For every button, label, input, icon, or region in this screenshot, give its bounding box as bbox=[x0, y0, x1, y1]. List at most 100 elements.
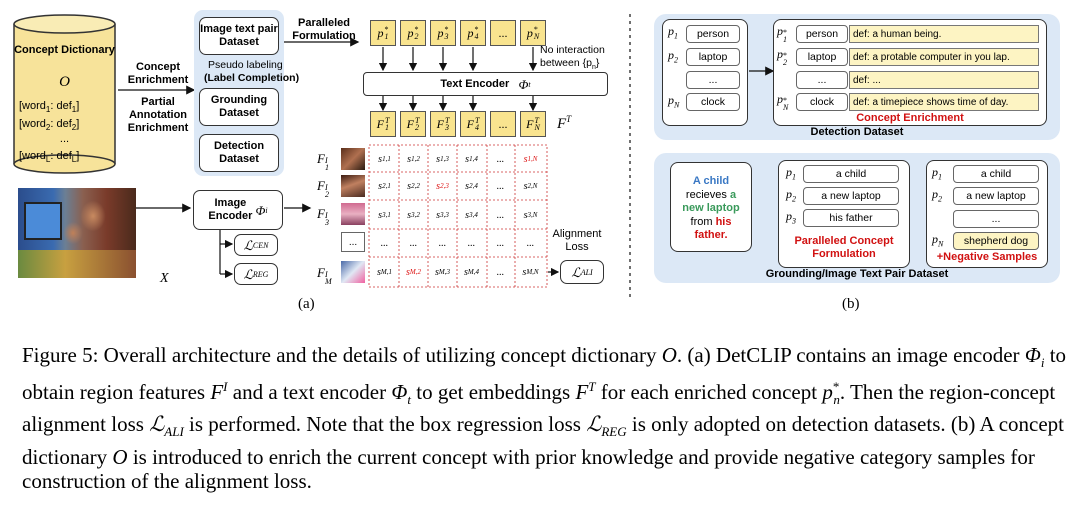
ground-mid-chip: a new laptop bbox=[803, 187, 899, 205]
laptop-screen-shape bbox=[24, 202, 62, 240]
ground-right-chip: ... bbox=[953, 210, 1039, 228]
det-left-p2: p2 bbox=[668, 48, 678, 65]
feature-ellipsis: ... bbox=[490, 111, 516, 137]
prompt-pn: p*N bbox=[520, 20, 546, 46]
ground-mid-p2: p2 bbox=[786, 187, 796, 204]
definition-box: def: ... bbox=[849, 71, 1039, 89]
cylinder-shape bbox=[13, 14, 116, 174]
sentence-father: father. bbox=[694, 229, 728, 241]
paralleled-concept-title: Paralleled Concept Formulation bbox=[794, 235, 894, 260]
matrix-cell: ... bbox=[496, 209, 505, 221]
ground-right-chip: a child bbox=[953, 165, 1039, 183]
matrix-cell: ... bbox=[496, 266, 505, 278]
dictionary-entry-l: [wordL: defL] bbox=[19, 150, 80, 165]
sentence-box bbox=[670, 162, 752, 252]
det-left-pn: pN bbox=[668, 93, 680, 110]
matrix-cell: ... bbox=[438, 237, 447, 249]
det-left-chip: person bbox=[686, 25, 740, 43]
det-right-p1: p*1 bbox=[777, 24, 787, 44]
prompt-p4: p*4 bbox=[460, 20, 486, 46]
matrix-cell: ... bbox=[526, 237, 535, 249]
dictionary-entry-2: [word2: def2] bbox=[19, 118, 80, 133]
pseudo-labeling-label: Pseudo labeling bbox=[208, 59, 283, 71]
region-thumb-m bbox=[341, 261, 365, 283]
det-right-p2: p*2 bbox=[777, 47, 787, 67]
sentence-child: A child bbox=[692, 175, 730, 187]
concept-enrichment-title: Concept Enrichment bbox=[856, 112, 964, 124]
det-left-chip: ... bbox=[686, 71, 740, 89]
ground-right-chip-negative: shepherd dog bbox=[953, 232, 1039, 250]
ground-mid-p3: p3 bbox=[786, 209, 796, 226]
definition-box: def: a human being. bbox=[849, 25, 1039, 43]
dictionary-symbol: O bbox=[59, 74, 70, 90]
sentence-from: from his bbox=[690, 215, 732, 228]
alignment-loss-label: Alignment Loss bbox=[552, 228, 602, 253]
sentence-text: A child recieves a new laptop from his f… bbox=[670, 175, 752, 243]
region-thumb-3 bbox=[341, 203, 365, 225]
no-interaction-label: No interaction between {pn} bbox=[540, 44, 605, 72]
det-right-chip: ... bbox=[796, 71, 848, 89]
ground-right-pn: pN bbox=[932, 232, 944, 249]
region-thumb-ellipsis: ... bbox=[341, 232, 365, 252]
detection-dataset-title: Detection Dataset bbox=[810, 126, 904, 138]
x-label: X bbox=[160, 271, 169, 286]
ground-right-chip: a new laptop bbox=[953, 187, 1039, 205]
ground-right-p1: p1 bbox=[932, 165, 942, 182]
dictionary-entry-1: [word1: def1] bbox=[19, 100, 80, 115]
det-right-pn: p*N bbox=[777, 92, 789, 112]
det-right-chip: clock bbox=[796, 93, 848, 111]
matrix-cell: ... bbox=[496, 180, 505, 192]
paralleled-formulation-label: Paralleled Formulation bbox=[292, 17, 356, 42]
ground-mid-p1: p1 bbox=[786, 165, 796, 182]
region-thumb-2 bbox=[341, 175, 365, 197]
det-right-chip: person bbox=[796, 25, 848, 43]
matrix-cell: ... bbox=[380, 237, 389, 249]
prompt-p2: p*2 bbox=[400, 20, 426, 46]
matrix-cell: ... bbox=[496, 237, 505, 249]
table-shape bbox=[18, 250, 136, 278]
dictionary-ellipsis: ... bbox=[59, 133, 70, 145]
matrix-grid bbox=[368, 144, 548, 288]
matrix-cell: ... bbox=[409, 237, 418, 249]
panel-b-label: (b) bbox=[842, 296, 860, 312]
negative-samples-title: +Negative Samples bbox=[936, 251, 1038, 263]
panel-a-label: (a) bbox=[298, 296, 315, 312]
dictionary-title: Concept Dictionary bbox=[14, 44, 115, 56]
concept-dictionary-cylinder: Concept Dictionary O [word1: def1] [word… bbox=[13, 14, 116, 174]
matrix-cell: ... bbox=[496, 153, 505, 165]
det-left-chip: clock bbox=[686, 93, 740, 111]
label-completion-label: (Label Completion) bbox=[204, 72, 300, 84]
sentence-receives: recieves a bbox=[685, 188, 737, 201]
ft-label: FT bbox=[557, 114, 572, 132]
matrix-cell: ... bbox=[467, 237, 476, 249]
ground-mid-chip: a child bbox=[803, 165, 899, 183]
det-left-p1: p1 bbox=[668, 24, 678, 41]
grounding-dataset-box: Grounding Dataset bbox=[199, 88, 279, 126]
prompt-ellipsis: ... bbox=[490, 20, 516, 46]
